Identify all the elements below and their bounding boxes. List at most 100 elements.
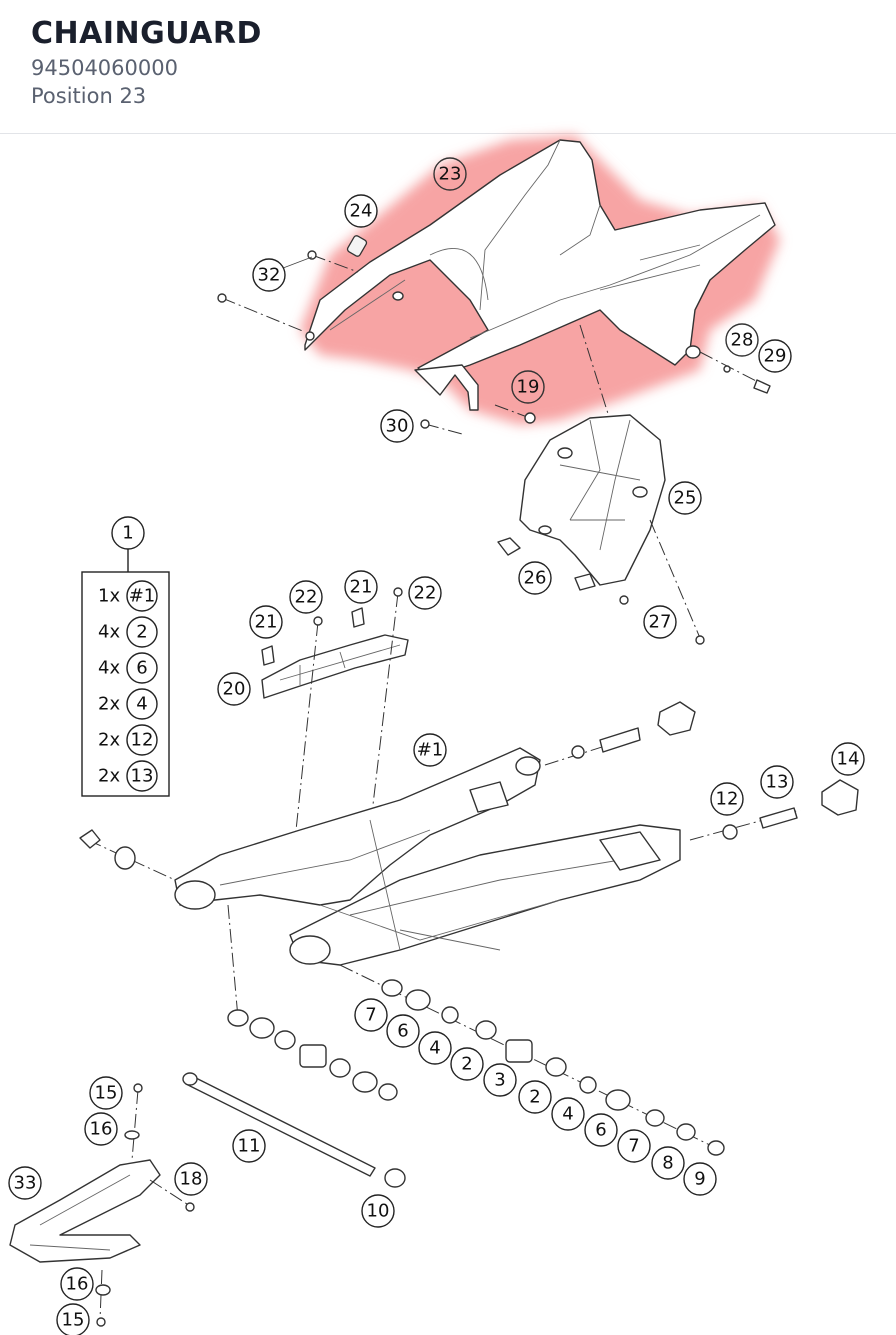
svg-text:16: 16 bbox=[66, 1274, 89, 1295]
svg-text:26: 26 bbox=[524, 568, 547, 589]
callout-7[interactable]: 7 bbox=[354, 998, 388, 1032]
svg-text:6: 6 bbox=[397, 1021, 408, 1042]
svg-text:10: 10 bbox=[367, 1201, 390, 1222]
svg-text:27: 27 bbox=[649, 612, 672, 633]
callout-21[interactable]: 21 bbox=[249, 605, 283, 639]
cover-part bbox=[519, 414, 666, 586]
kit-row-ref[interactable]: #1 bbox=[126, 580, 158, 612]
callout-26[interactable]: 26 bbox=[518, 561, 552, 595]
page-title: CHAINGUARD bbox=[31, 16, 262, 51]
callout-kit-1[interactable]: #1 bbox=[413, 733, 447, 767]
callout-29[interactable]: 29 bbox=[758, 339, 792, 373]
svg-text:1: 1 bbox=[122, 523, 133, 544]
svg-text:#1: #1 bbox=[129, 586, 156, 607]
kit-row-ref[interactable]: 2 bbox=[126, 616, 158, 648]
kit-row-ref[interactable]: 13 bbox=[126, 760, 158, 792]
callout-18[interactable]: 18 bbox=[174, 1162, 208, 1196]
callout-kit-label[interactable]: 1 bbox=[111, 516, 145, 550]
callout-8[interactable]: 8 bbox=[651, 1146, 685, 1180]
callout-27[interactable]: 27 bbox=[643, 605, 677, 639]
svg-text:15: 15 bbox=[62, 1310, 85, 1331]
svg-text:21: 21 bbox=[255, 612, 278, 633]
callout-16[interactable]: 16 bbox=[60, 1267, 94, 1301]
svg-text:29: 29 bbox=[764, 346, 787, 367]
callout-15[interactable]: 15 bbox=[56, 1303, 90, 1335]
callout-7[interactable]: 7 bbox=[617, 1129, 651, 1163]
kit-row-qty: 2x bbox=[98, 730, 120, 751]
callout-12[interactable]: 12 bbox=[710, 782, 744, 816]
position-label: Position 23 bbox=[31, 84, 147, 108]
kit-row-ref[interactable]: 6 bbox=[126, 652, 158, 684]
svg-text:9: 9 bbox=[694, 1169, 705, 1190]
callout-10[interactable]: 10 bbox=[361, 1194, 395, 1228]
kit-row-qty: 4x bbox=[98, 622, 120, 643]
svg-text:12: 12 bbox=[716, 789, 739, 810]
callout-4[interactable]: 4 bbox=[418, 1031, 452, 1065]
svg-text:7: 7 bbox=[628, 1136, 639, 1157]
lower-slider-part bbox=[9, 1159, 161, 1263]
callout-21[interactable]: 21 bbox=[344, 570, 378, 604]
svg-text:33: 33 bbox=[14, 1173, 37, 1194]
chain-slider-part bbox=[261, 607, 409, 699]
callout-15[interactable]: 15 bbox=[89, 1076, 123, 1110]
callout-6[interactable]: 6 bbox=[584, 1113, 618, 1147]
svg-text:4: 4 bbox=[562, 1104, 573, 1125]
kit-row-ref[interactable]: 12 bbox=[126, 724, 158, 756]
svg-text:4: 4 bbox=[136, 694, 147, 715]
callout-16[interactable]: 16 bbox=[84, 1112, 118, 1146]
callout-23[interactable]: 23 bbox=[433, 157, 467, 191]
svg-text:6: 6 bbox=[136, 658, 147, 679]
svg-text:19: 19 bbox=[517, 377, 540, 398]
callout-30[interactable]: 30 bbox=[380, 409, 414, 443]
svg-text:3: 3 bbox=[494, 1070, 505, 1091]
callout-14[interactable]: 14 bbox=[831, 742, 865, 776]
kit-row-ref[interactable]: 4 bbox=[126, 688, 158, 720]
bearing-parts-right bbox=[381, 979, 725, 1156]
callout-19[interactable]: 19 bbox=[511, 370, 545, 404]
callout-6[interactable]: 6 bbox=[386, 1014, 420, 1048]
kit-row-qty: 1x bbox=[98, 586, 120, 607]
callout-20[interactable]: 20 bbox=[217, 672, 251, 706]
swingarm-part bbox=[174, 747, 681, 966]
svg-text:13: 13 bbox=[131, 766, 154, 787]
callout-28[interactable]: 28 bbox=[725, 323, 759, 357]
axle-part bbox=[182, 1072, 406, 1188]
svg-text:32: 32 bbox=[258, 265, 281, 286]
svg-text:4: 4 bbox=[429, 1038, 440, 1059]
svg-text:25: 25 bbox=[674, 488, 697, 509]
callout-33[interactable]: 33 bbox=[8, 1166, 42, 1200]
svg-text:22: 22 bbox=[414, 583, 437, 604]
callout-13[interactable]: 13 bbox=[760, 765, 794, 799]
callout-24[interactable]: 24 bbox=[344, 194, 378, 228]
callout-2[interactable]: 2 bbox=[518, 1080, 552, 1114]
callout-32[interactable]: 32 bbox=[252, 258, 286, 292]
svg-text:22: 22 bbox=[295, 587, 318, 608]
kit-row-qty: 2x bbox=[98, 766, 120, 787]
svg-text:24: 24 bbox=[350, 201, 373, 222]
svg-text:28: 28 bbox=[731, 330, 754, 351]
svg-text:2: 2 bbox=[136, 622, 147, 643]
svg-text:12: 12 bbox=[131, 730, 154, 751]
svg-text:13: 13 bbox=[766, 772, 789, 793]
svg-text:8: 8 bbox=[662, 1153, 673, 1174]
callout-11[interactable]: 11 bbox=[232, 1129, 266, 1163]
callout-9[interactable]: 9 bbox=[683, 1162, 717, 1196]
svg-text:18: 18 bbox=[180, 1169, 203, 1190]
svg-text:23: 23 bbox=[439, 164, 462, 185]
callout-22[interactable]: 22 bbox=[408, 576, 442, 610]
callout-4[interactable]: 4 bbox=[551, 1097, 585, 1131]
svg-text:2: 2 bbox=[461, 1054, 472, 1075]
svg-text:16: 16 bbox=[90, 1119, 113, 1140]
callout-22[interactable]: 22 bbox=[289, 580, 323, 614]
callout-3[interactable]: 3 bbox=[483, 1063, 517, 1097]
kit-box bbox=[81, 548, 170, 797]
svg-text:21: 21 bbox=[350, 577, 373, 598]
kit-row-qty: 4x bbox=[98, 658, 120, 679]
callout-25[interactable]: 25 bbox=[668, 481, 702, 515]
svg-text:20: 20 bbox=[223, 679, 246, 700]
callout-2[interactable]: 2 bbox=[450, 1047, 484, 1081]
part-number: 94504060000 bbox=[31, 56, 178, 80]
